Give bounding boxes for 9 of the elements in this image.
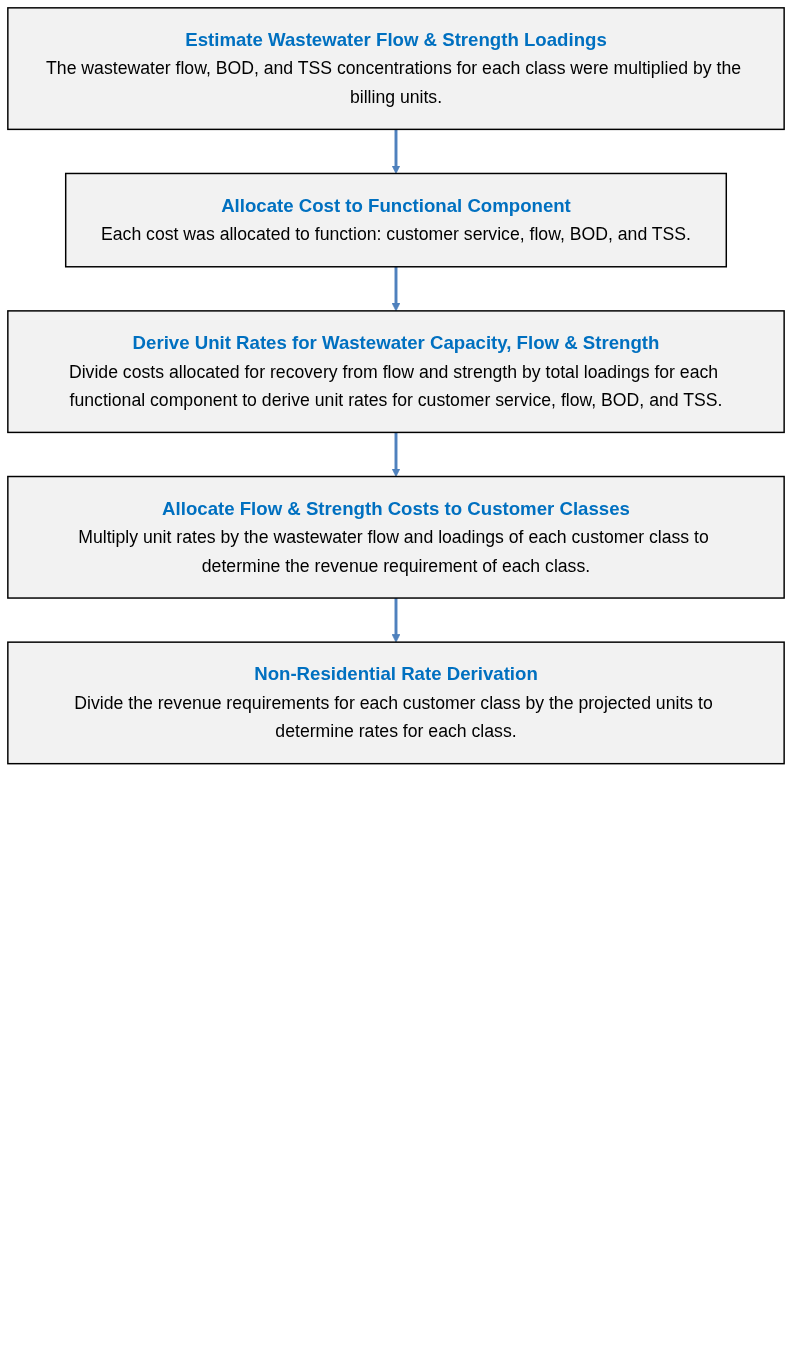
node-box: Non-Residential Rate Derivation Divide the revenue requirements for each customer class by the projected units to determine rates for each class. xyxy=(7,641,785,765)
arrow xyxy=(391,129,401,174)
node-box: Allocate Flow & Strength Costs to Customer Classes Multiply unit rates by the wastewater flow and loadings of each customer class to determine the revenue requirement of each class. xyxy=(7,475,785,599)
node-box: Estimate Wastewater Flow & Strength Loadings The wastewater flow, BOD, and TSS concentrations for each class were multiplied by the billing units. xyxy=(7,7,785,131)
node-box: Derive Unit Rates for Wastewater Capacity, Flow & Strength Divide costs allocated for recovery from flow and strength by total loadings for each functional component to derive unit rates for customer service, flow, BOD, and TSS. xyxy=(7,310,785,434)
node-box: Allocate Cost to Functional Component Each cost was allocated to function: customer service, flow, BOD, and TSS. xyxy=(64,172,728,268)
arrow xyxy=(391,432,401,477)
arrow xyxy=(391,266,401,312)
arrow xyxy=(391,598,401,643)
